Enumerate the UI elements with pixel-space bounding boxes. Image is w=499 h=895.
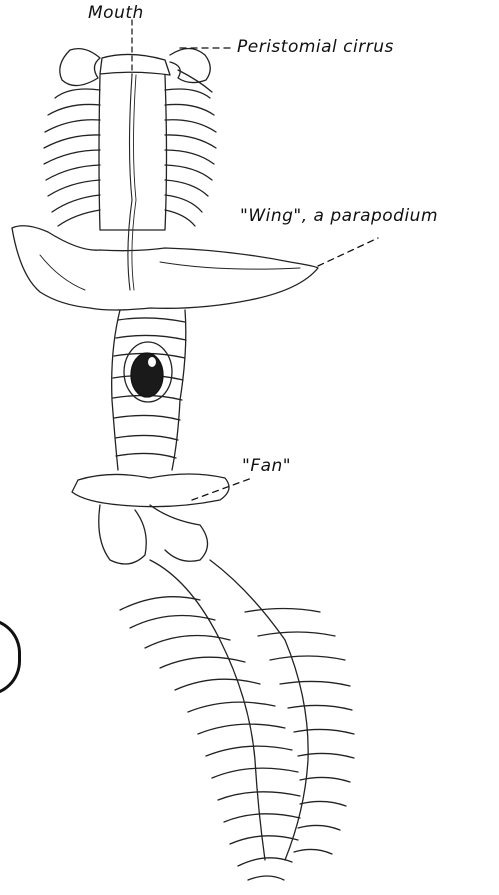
leader-lines [180, 48, 378, 500]
fan-leader [192, 478, 252, 500]
dark-organ [131, 353, 163, 397]
peristomial-cirrus-label: Peristomial cirrus [237, 37, 394, 57]
wing-leader [318, 238, 378, 266]
fan-label: "Fan" [242, 456, 291, 476]
anterior-body [44, 75, 216, 290]
middle-segments [112, 310, 186, 470]
wing-parapodium [12, 226, 318, 310]
posterior-tail [120, 560, 354, 880]
fan-region [72, 474, 229, 564]
wing-parapodium-label: "Wing", a parapodium [240, 206, 438, 226]
mouth-label: Mouth [88, 3, 144, 23]
